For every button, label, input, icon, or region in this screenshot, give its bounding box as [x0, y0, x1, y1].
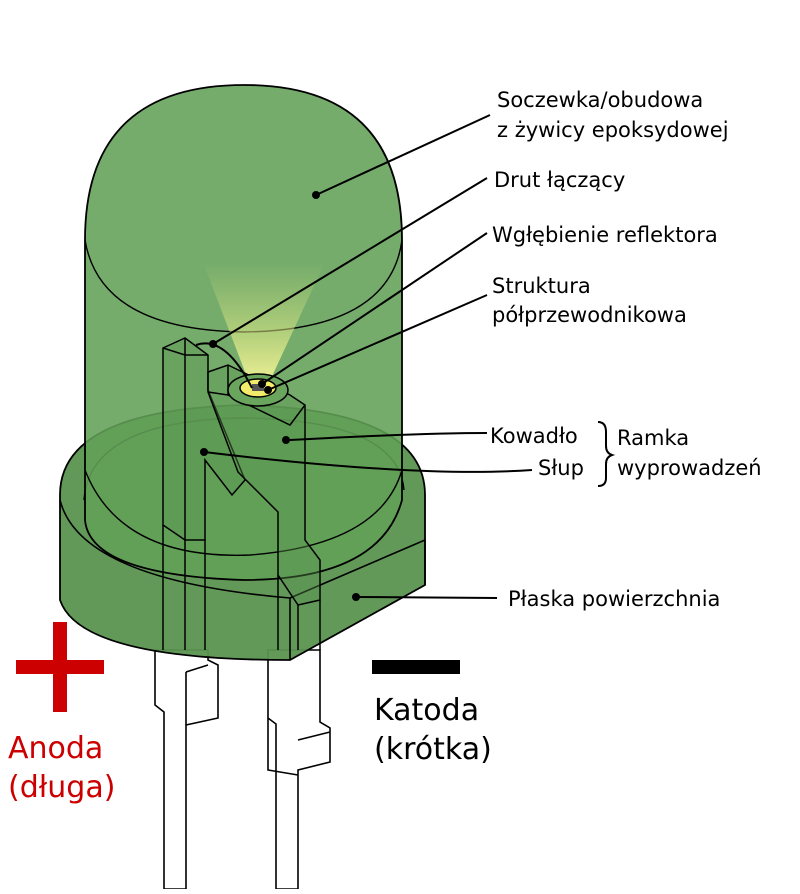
lens-base-curve [84, 469, 403, 556]
cathode-symbol-text: − [0, 0, 1, 1]
cathode-minus-icon [372, 660, 460, 674]
label-reflector: Wgłębienie reflektora [492, 223, 718, 247]
post [162, 337, 246, 541]
post-front [162, 338, 208, 540]
label-wire: Drut łączący [494, 168, 625, 192]
die-center [252, 384, 264, 391]
label-semiconductor-line2: półprzewodnikowa [492, 303, 687, 327]
leads [154, 649, 331, 890]
lead-extension-left [162, 525, 206, 650]
leader-dots [200, 191, 360, 601]
label-anode-line1: Anoda [8, 731, 103, 766]
anode-lead-kink [185, 664, 209, 725]
anvil-edge [207, 365, 306, 426]
label-post: Słup [538, 456, 584, 480]
label-semiconductor-line1: Struktura [492, 274, 591, 298]
rim-top-edge [59, 499, 426, 599]
leader-lines [203, 114, 533, 599]
lead-extension-right [277, 575, 321, 650]
bond-wire [195, 342, 253, 389]
anode-plus-icon [16, 622, 104, 712]
anode-symbol-text: + [0, 0, 1, 1]
label-flat-surface: Płaska powierzchnia [508, 587, 720, 611]
light-glow [203, 262, 325, 385]
rim-flat-edge [289, 540, 426, 660]
label-frame-line1: Ramka [617, 426, 689, 450]
label-lens-line1: Soczewka/obudowa [497, 88, 703, 112]
label-anvil: Kowadło [490, 424, 578, 448]
label-cathode-line2: (krótka) [374, 732, 492, 767]
label-anode-line2: (długa) [8, 770, 115, 805]
cathode-lead-kink [267, 718, 331, 776]
label-frame-line2: wyprowadzeń [617, 456, 762, 480]
label-cathode-line1: Katoda [374, 693, 479, 728]
lead-frame [162, 337, 321, 650]
label-lens-line2: z żywicy epoksydowej [497, 118, 729, 142]
frame-brace [597, 421, 616, 487]
cathode-lead [267, 649, 331, 890]
